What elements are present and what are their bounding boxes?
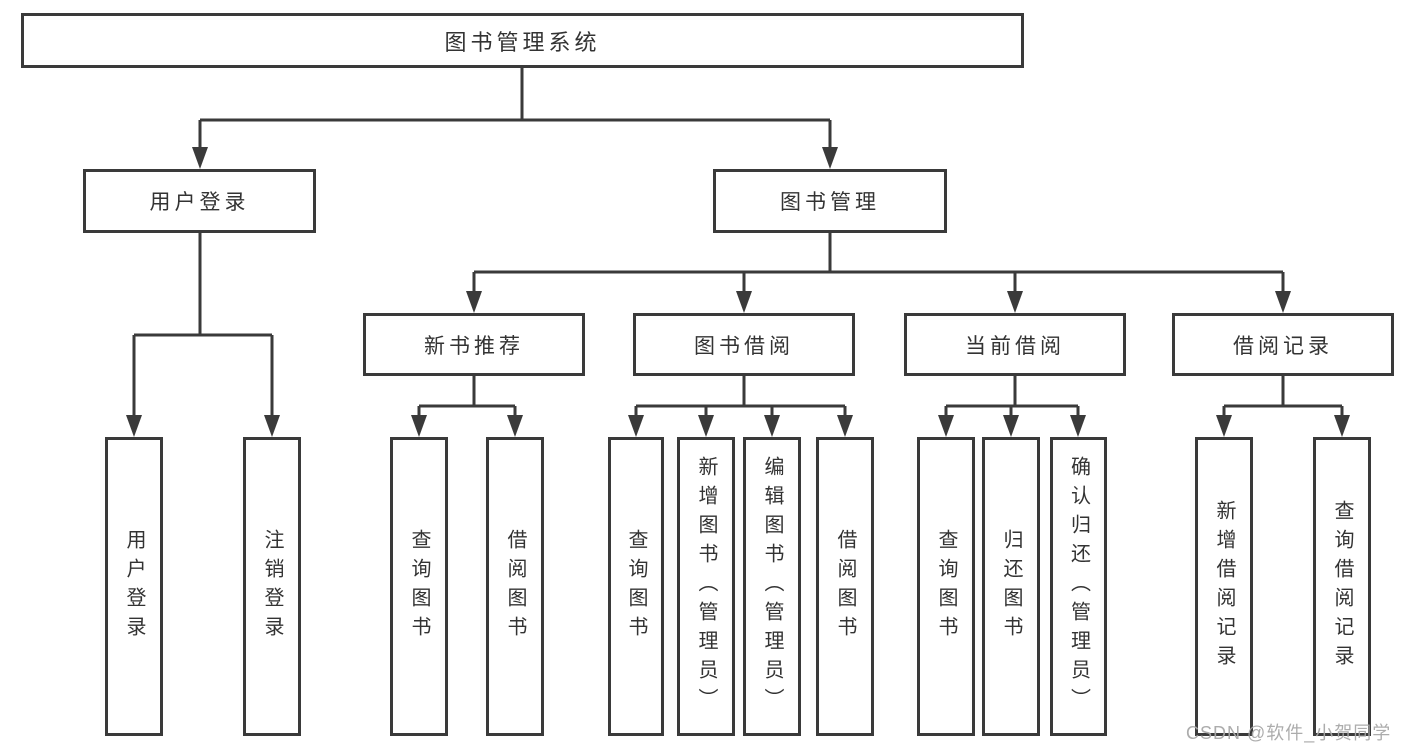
leaf-return-books-label: 归还图书 <box>1000 528 1022 645</box>
connector-user-login-children <box>132 231 274 417</box>
arrowhead <box>822 147 838 169</box>
connector-current-children <box>944 374 1080 417</box>
arrowhead <box>1007 291 1023 313</box>
connector-new-book-children <box>417 374 517 417</box>
leaf-add-books-admin: 新增图书（管理员） <box>677 437 735 736</box>
leaf-add-borrow-record-label: 新增借阅记录 <box>1213 499 1235 674</box>
leaf-edit-books-admin-label: 编辑图书（管理员） <box>761 456 783 717</box>
connector-root-to-level2 <box>198 66 832 149</box>
arrowhead <box>1275 291 1291 313</box>
arrowhead <box>1216 415 1232 437</box>
node-book-borrow-label: 图书借阅 <box>694 334 794 358</box>
leaf-query-books-borrow: 查询图书 <box>608 437 664 736</box>
arrowhead <box>1070 415 1086 437</box>
leaf-query-books-current-label: 查询图书 <box>935 528 957 645</box>
arrowhead <box>698 415 714 437</box>
leaf-add-borrow-record: 新增借阅记录 <box>1195 437 1253 736</box>
node-new-book-recommend-label: 新书推荐 <box>424 334 524 358</box>
node-new-book-recommend: 新书推荐 <box>363 313 585 376</box>
node-borrow-records: 借阅记录 <box>1172 313 1394 376</box>
node-root-system: 图书管理系统 <box>21 13 1024 68</box>
arrowhead <box>264 415 280 437</box>
node-borrow-records-label: 借阅记录 <box>1233 334 1333 358</box>
arrowhead <box>466 291 482 313</box>
arrowhead <box>837 415 853 437</box>
leaf-borrow-books-recommend-label: 借阅图书 <box>504 528 526 645</box>
arrowhead <box>507 415 523 437</box>
leaf-borrow-books: 借阅图书 <box>816 437 874 736</box>
leaf-query-books-recommend-label: 查询图书 <box>408 528 430 645</box>
leaf-borrow-books-label: 借阅图书 <box>834 528 856 645</box>
leaf-query-borrow-record-label: 查询借阅记录 <box>1331 499 1353 674</box>
arrowhead <box>628 415 644 437</box>
arrowhead <box>192 147 208 169</box>
leaf-return-books: 归还图书 <box>982 437 1040 736</box>
leaf-user-login: 用户登录 <box>105 437 163 736</box>
arrowhead <box>126 415 142 437</box>
node-current-borrow-label: 当前借阅 <box>965 334 1065 358</box>
arrowhead <box>1003 415 1019 437</box>
connector-records-children <box>1222 374 1344 417</box>
arrowhead <box>736 291 752 313</box>
leaf-add-books-admin-label: 新增图书（管理员） <box>695 456 717 717</box>
arrowhead <box>764 415 780 437</box>
node-book-management-label: 图书管理 <box>780 191 880 214</box>
arrowhead <box>938 415 954 437</box>
leaf-logout-label: 注销登录 <box>261 528 283 645</box>
node-book-borrow: 图书借阅 <box>633 313 855 376</box>
leaf-query-books-current: 查询图书 <box>917 437 975 736</box>
csdn-watermark: CSDN @软件_小贺同学 <box>1186 723 1392 743</box>
arrowhead <box>1334 415 1350 437</box>
arrowheads <box>126 147 1350 437</box>
leaf-user-login-label: 用户登录 <box>123 528 145 645</box>
leaf-borrow-books-recommend: 借阅图书 <box>486 437 544 736</box>
node-book-management: 图书管理 <box>713 169 947 233</box>
node-root-system-label: 图书管理系统 <box>444 29 601 55</box>
node-user-login-label: 用户登录 <box>149 191 250 214</box>
leaf-confirm-return-admin-label: 确认归还（管理员） <box>1067 456 1090 717</box>
leaf-confirm-return-admin: 确认归还（管理员） <box>1050 437 1107 736</box>
leaf-query-books-recommend: 查询图书 <box>390 437 448 736</box>
leaf-query-borrow-record: 查询借阅记录 <box>1313 437 1371 736</box>
leaf-edit-books-admin: 编辑图书（管理员） <box>743 437 801 736</box>
node-user-login: 用户登录 <box>83 169 316 233</box>
connector-borrow-children <box>634 374 847 417</box>
node-current-borrow: 当前借阅 <box>904 313 1126 376</box>
leaf-query-books-borrow-label: 查询图书 <box>625 528 647 645</box>
arrowhead <box>411 415 427 437</box>
connector-book-management-children <box>472 231 1285 293</box>
leaf-logout: 注销登录 <box>243 437 301 736</box>
